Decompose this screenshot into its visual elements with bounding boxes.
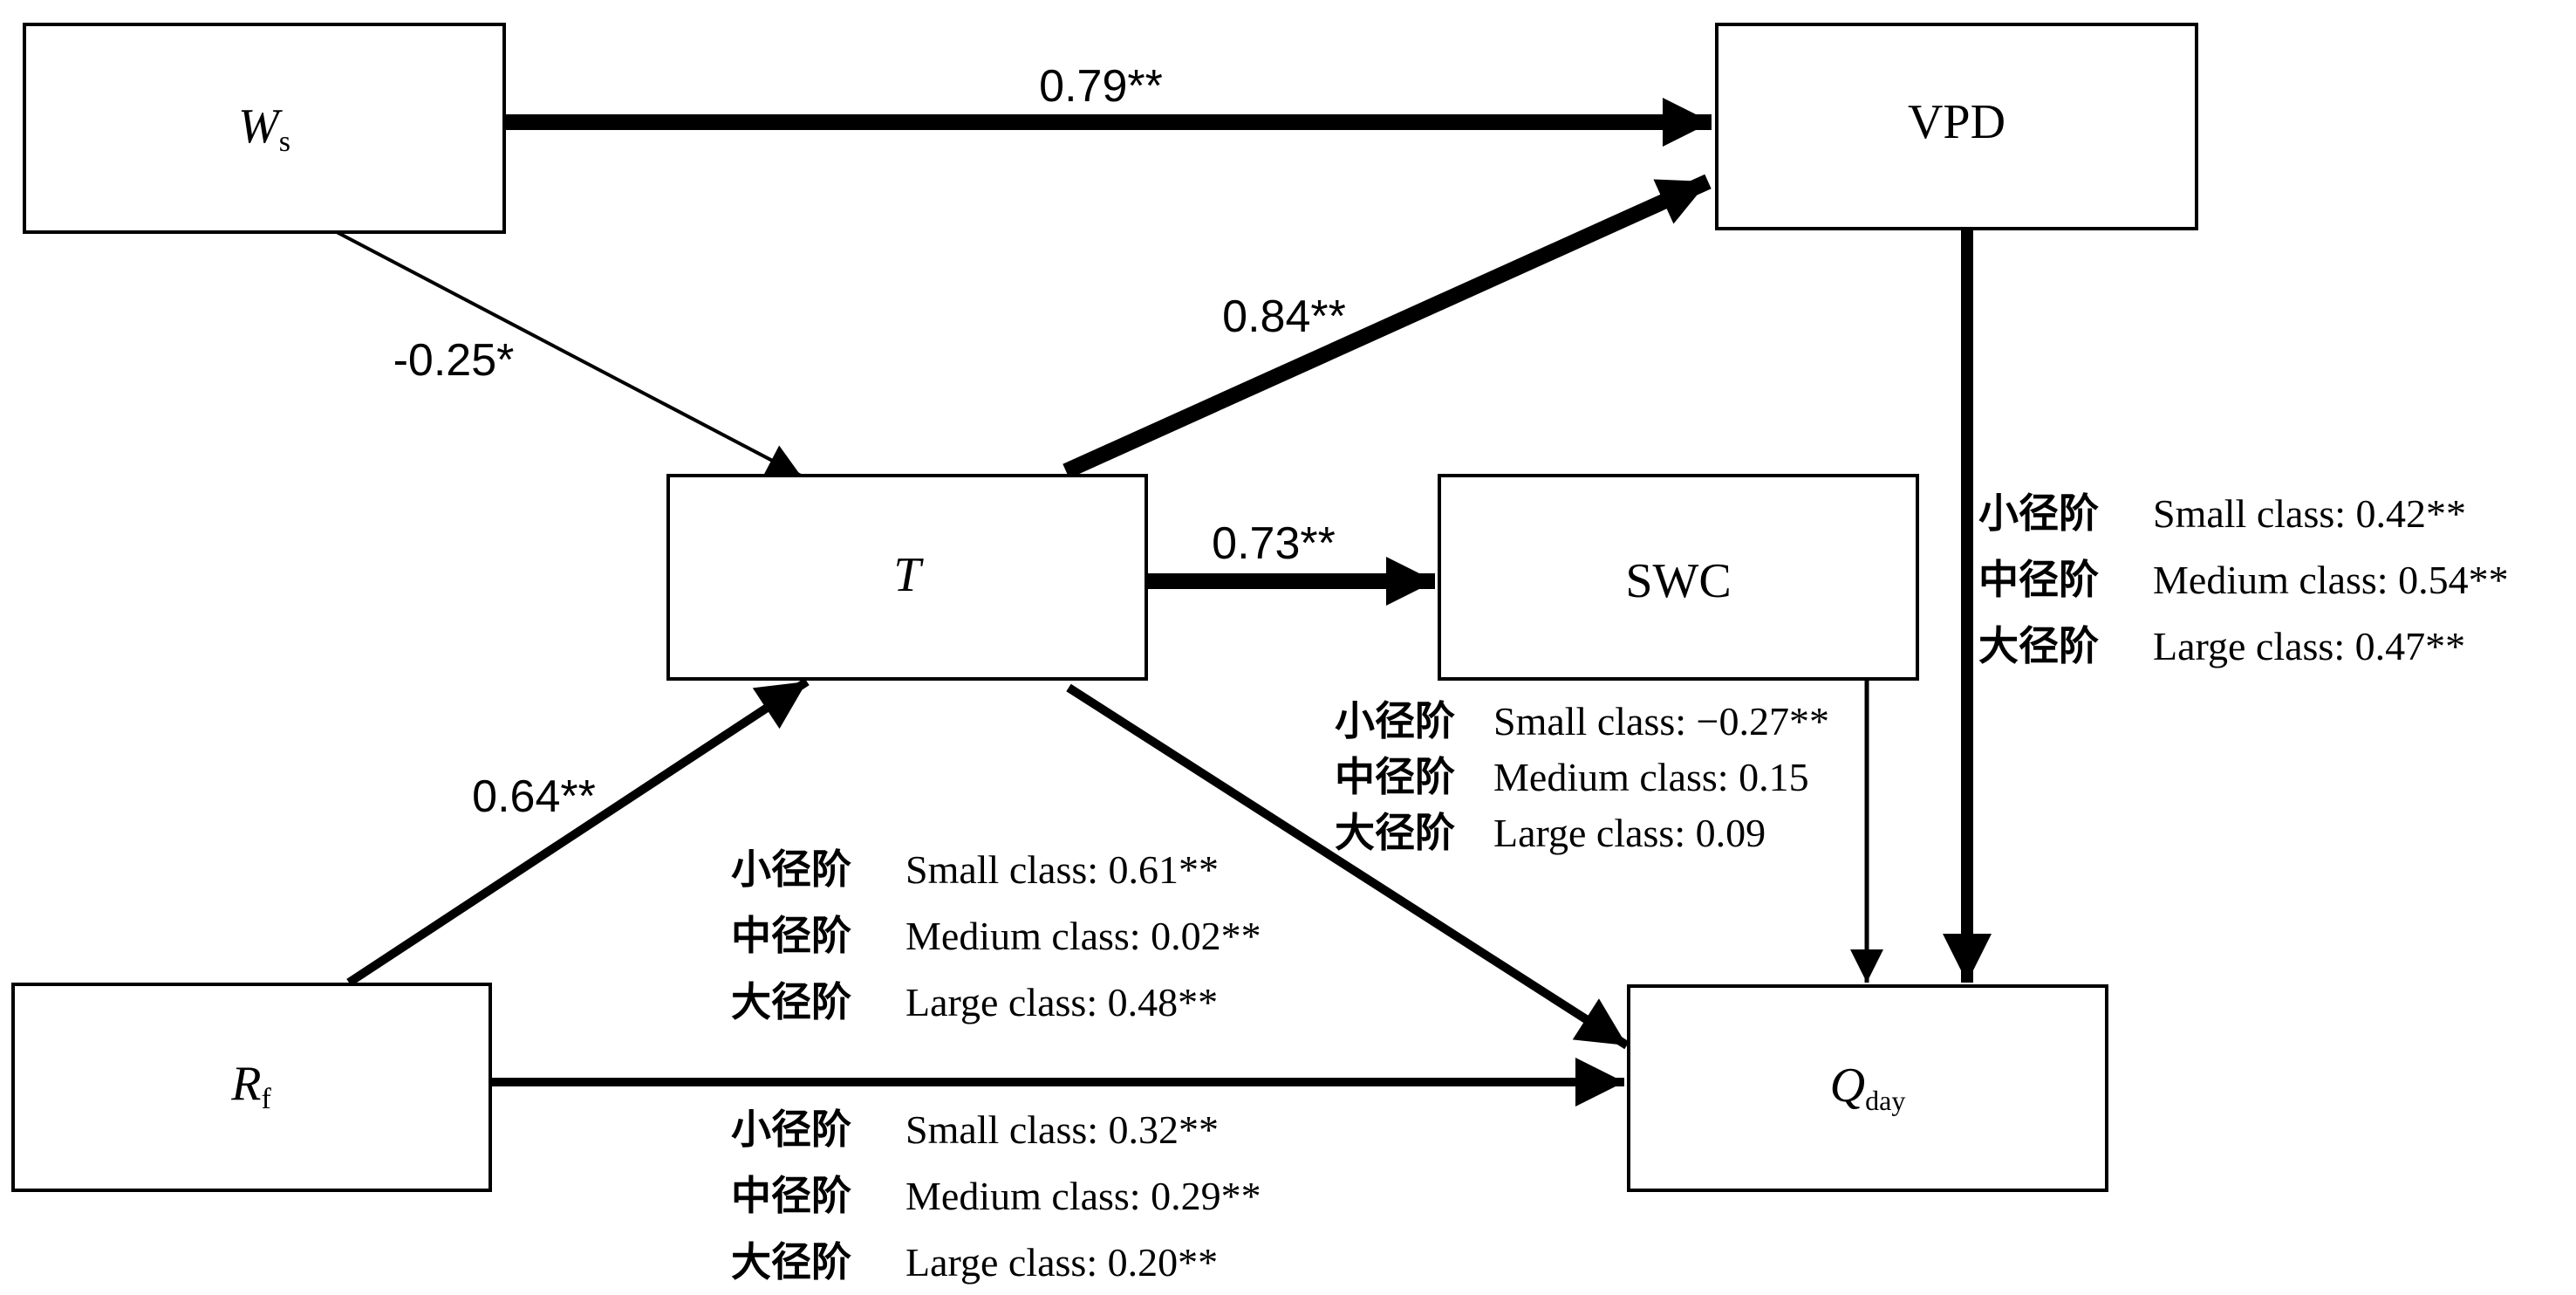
edge-t-vpd <box>1063 174 1712 479</box>
node-rf: Rf <box>11 983 492 1192</box>
node-vpd-main: VPD <box>1908 95 2005 149</box>
node-rf-main: R <box>230 1057 261 1111</box>
node-swc-label: SWC <box>1625 554 1731 608</box>
node-swc-box <box>1438 474 1919 681</box>
node-ws: Ws <box>23 23 506 234</box>
node-vpd: VPD <box>1715 23 2198 230</box>
edge-label-t-vpd: 0.84** <box>1222 291 1346 342</box>
node-t-box <box>666 474 1148 681</box>
edge-label-ws-t: -0.25* <box>393 335 515 386</box>
node-vpd-box <box>1715 23 2198 230</box>
edge-labels: 0.79** -0.25* 0.84** 0.73** 0.64** <box>393 61 1346 822</box>
node-rf-sub: f <box>261 1083 271 1115</box>
node-qday-box <box>1627 984 2108 1192</box>
node-t-main: T <box>893 548 924 602</box>
edge-label-ws-vpd: 0.79** <box>1039 61 1163 112</box>
node-qday-label: Qday <box>1830 1059 1906 1116</box>
edge-rf-t <box>346 677 810 987</box>
node-t-label: T <box>893 548 924 602</box>
node-swc: SWC <box>1438 474 1919 681</box>
node-ws-main: W <box>238 99 283 154</box>
node-vpd-label: VPD <box>1908 95 2005 149</box>
edge-label-rf-t: 0.64** <box>472 771 596 822</box>
edge-label-t-swc: 0.73** <box>1212 518 1336 569</box>
edge-t-qday <box>1066 683 1630 1050</box>
node-qday-sub: day <box>1865 1085 1905 1116</box>
node-qday: Qday <box>1627 984 2108 1192</box>
node-ws-box <box>23 23 506 234</box>
node-qday-main: Q <box>1830 1059 1865 1113</box>
node-rf-label: Rf <box>230 1057 271 1115</box>
node-ws-label: Ws <box>238 99 290 158</box>
node-ws-sub: s <box>279 126 290 158</box>
edge-ws-t <box>336 230 802 477</box>
node-rf-box <box>11 983 492 1192</box>
node-t: T <box>666 474 1148 681</box>
node-swc-main: SWC <box>1625 554 1731 608</box>
edges <box>336 98 1992 1107</box>
